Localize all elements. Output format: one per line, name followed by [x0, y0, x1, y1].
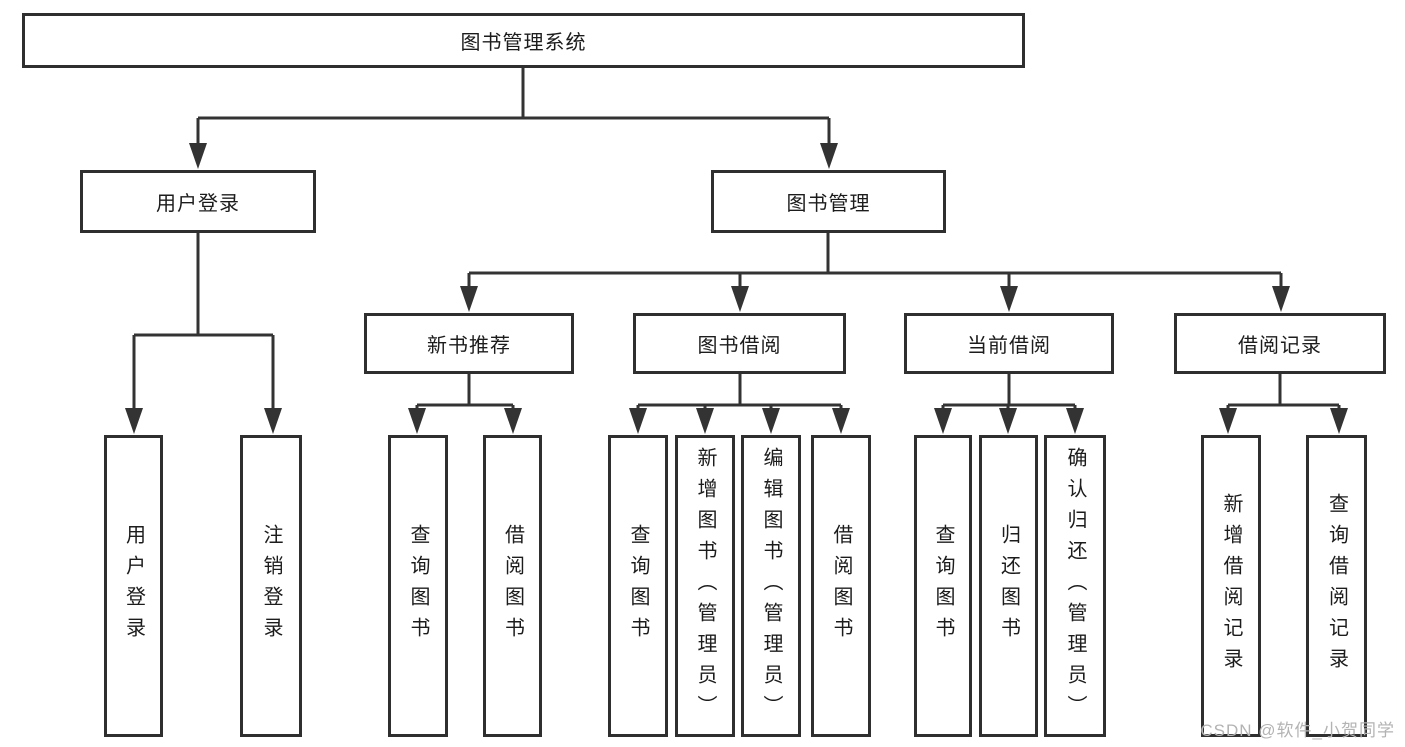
arrowhead	[1000, 286, 1018, 312]
node-current-borrowing: 当前借阅	[904, 313, 1114, 374]
arrowhead	[504, 408, 522, 434]
leaf-add-borrow-record: 新增借阅记录	[1201, 435, 1261, 737]
node-borrowing-records: 借阅记录	[1174, 313, 1386, 374]
leaf-borrow-books-1: 借阅图书	[483, 435, 542, 737]
arrowhead	[1272, 286, 1290, 312]
arrowhead	[1066, 408, 1084, 434]
watermark: CSDN @软件_小贺同学	[1200, 721, 1395, 740]
arrowhead	[999, 408, 1017, 434]
leaf-query-books-3: 查询图书	[914, 435, 972, 737]
arrowhead	[731, 286, 749, 312]
leaf-logout: 注销登录	[240, 435, 302, 737]
arrowheads	[125, 143, 1348, 434]
arrowhead	[1330, 408, 1348, 434]
leaf-query-books-2: 查询图书	[608, 435, 668, 737]
node-book-management: 图书管理	[711, 170, 946, 233]
connector-borrowing-records-children	[1226, 374, 1341, 414]
leaf-confirm-return-admin: 确认归还（管理员）	[1044, 435, 1106, 737]
leaf-add-book-admin: 新增图书（管理员）	[675, 435, 735, 737]
leaf-borrow-books-2: 借阅图书	[811, 435, 871, 737]
node-book-borrowing: 图书借阅	[633, 313, 846, 374]
connector-book-management-children	[467, 233, 1283, 292]
arrowhead	[696, 408, 714, 434]
connector-user-login-children	[132, 233, 275, 412]
leaf-query-borrow-record: 查询借阅记录	[1306, 435, 1367, 737]
connector-lines	[132, 68, 1341, 414]
leaf-query-books-1: 查询图书	[388, 435, 448, 737]
arrowhead	[408, 408, 426, 434]
node-new-book-recommend: 新书推荐	[364, 313, 574, 374]
node-user-login: 用户登录	[80, 170, 316, 233]
node-library-system: 图书管理系统	[22, 13, 1025, 68]
arrowhead	[820, 143, 838, 169]
arrowhead	[629, 408, 647, 434]
arrowhead	[460, 286, 478, 312]
arrowhead	[125, 408, 143, 434]
arrowhead	[1219, 408, 1237, 434]
connector-root-to-level2	[196, 68, 831, 148]
connector-book-borrowing-children	[636, 374, 843, 414]
arrowhead	[189, 143, 207, 169]
connector-new-book-recommend-children	[415, 374, 515, 414]
arrowhead	[934, 408, 952, 434]
leaf-user-login: 用户登录	[104, 435, 163, 737]
leaf-return-book: 归还图书	[979, 435, 1038, 737]
arrowhead	[762, 408, 780, 434]
arrowhead	[832, 408, 850, 434]
arrowhead	[264, 408, 282, 434]
leaf-edit-book-admin: 编辑图书（管理员）	[741, 435, 801, 737]
